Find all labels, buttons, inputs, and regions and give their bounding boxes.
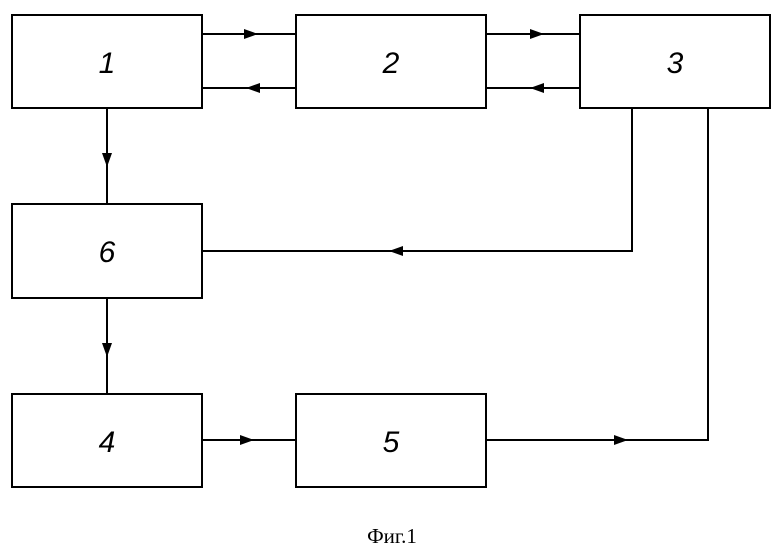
block-4: 4: [12, 394, 202, 487]
arrowhead-5-to-3: [614, 435, 628, 445]
arrowhead-3-to-6: [389, 246, 403, 256]
line-3-to-6: [202, 108, 632, 251]
figure-caption: Фиг.1: [367, 524, 417, 548]
block-4-label: 4: [99, 426, 116, 459]
block-5: 5: [296, 394, 486, 487]
arrowhead-3-to-2: [530, 83, 544, 93]
arrowhead-4-to-5: [240, 435, 254, 445]
block-6-label: 6: [99, 236, 116, 269]
block-5-label: 5: [383, 426, 400, 459]
arrowhead-2-to-3: [530, 29, 544, 39]
arrowhead-6-to-4: [102, 343, 112, 357]
block-1: 1: [12, 15, 202, 108]
block-2-label: 2: [382, 47, 400, 80]
block-1-label: 1: [99, 47, 116, 80]
arrowhead-1-to-6: [102, 153, 112, 167]
block-3: 3: [580, 15, 770, 108]
block-2: 2: [296, 15, 486, 108]
arrowhead-2-to-1: [246, 83, 260, 93]
block-3-label: 3: [667, 47, 684, 80]
line-5-to-3: [486, 108, 708, 440]
block-6: 6: [12, 204, 202, 298]
arrowhead-1-to-2: [244, 29, 258, 39]
